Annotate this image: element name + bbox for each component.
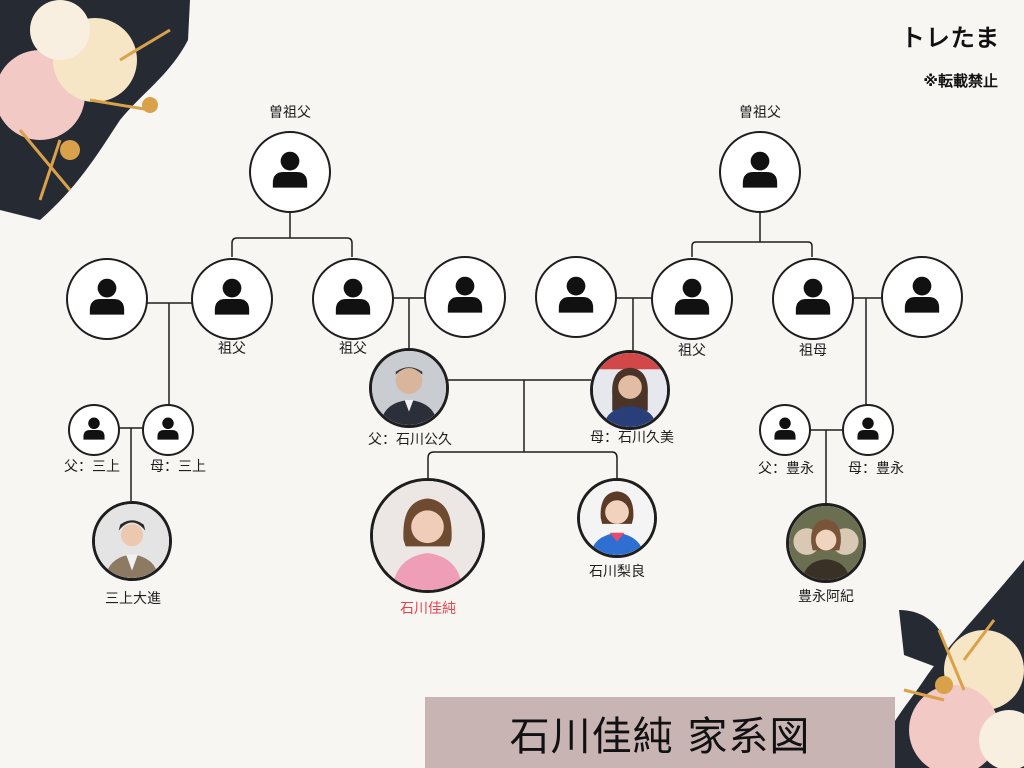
father-ishikawa-photo (369, 348, 449, 428)
aki-toyonaga-photo (786, 503, 866, 583)
great-grandfather-right-node (719, 131, 801, 213)
grandfather-ishikawa-node (312, 258, 394, 340)
label-grandfather-maternal: 祖父 (678, 343, 706, 359)
grandmother-toyonaga-node (772, 258, 854, 340)
title-banner: 石川佳純 家系図 (425, 697, 895, 768)
label-kasumi-ishikawa: 石川佳純 (400, 601, 456, 617)
mikami-mother-node (142, 404, 194, 456)
great-grandfather-left-node (249, 131, 331, 213)
grandfather-left-node (191, 258, 273, 340)
label-great-grandfather-right: 曽祖父 (739, 105, 781, 121)
kasumi-ishikawa-photo (370, 478, 485, 593)
mikami-father-node (68, 404, 120, 456)
label-toyonaga-mother: 母：豊永 (848, 461, 904, 477)
label-mikami-daishin: 三上大進 (105, 591, 161, 607)
grandmother-ishikawa-node (424, 256, 506, 338)
no-reprint-notice: ※転載禁止 (923, 72, 998, 90)
brand-logo: トレたま (900, 24, 1000, 52)
mother-ishikawa-photo (590, 350, 670, 430)
label-grandmother-toyonaga: 祖母 (799, 343, 827, 359)
label-aki-toyonaga: 豊永阿紀 (798, 589, 854, 605)
rira-ishikawa-photo (577, 478, 657, 558)
mikami-great-grandparent-node (66, 258, 148, 340)
floral-decoration-bottom-right (882, 560, 1024, 768)
toyonaga-father-node (759, 404, 811, 456)
toyonaga-mother-node (842, 404, 894, 456)
label-grandfather-ishikawa: 祖父 (339, 341, 367, 357)
floral-decoration-top-left (0, 0, 190, 220)
page-title: 石川佳純 家系図 (509, 713, 811, 760)
grandmother-maternal-node (535, 256, 617, 338)
label-toyonaga-father: 父：豊永 (758, 461, 814, 477)
label-mikami-father: 父：三上 (64, 459, 120, 475)
label-great-grandfather-left: 曽祖父 (269, 105, 311, 121)
label-grandfather-left: 祖父 (218, 341, 246, 357)
label-father-ishikawa: 父：石川公久 (368, 432, 452, 448)
label-rira-ishikawa: 石川梨良 (589, 564, 645, 580)
grandfather-maternal-node (651, 258, 733, 340)
grandfather-toyonaga-node (881, 256, 963, 338)
label-mother-ishikawa: 母：石川久美 (590, 430, 674, 446)
mikami-daishin-photo (92, 501, 172, 581)
label-mikami-mother: 母：三上 (150, 459, 206, 475)
